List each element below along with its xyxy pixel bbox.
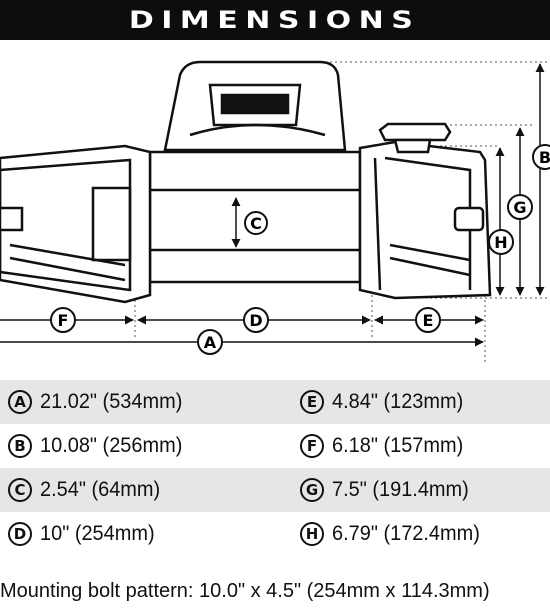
spec-letter: E	[300, 390, 324, 414]
label-b: B	[539, 148, 550, 167]
spec-value: 7.5" (191.4mm)	[332, 478, 469, 501]
title: DIMENSIONS	[129, 6, 421, 34]
spec-letter: G	[300, 478, 324, 502]
spec-letter: H	[300, 522, 324, 546]
label-h: H	[494, 233, 507, 252]
spec-value: 2.54" (64mm)	[40, 478, 161, 501]
winch-drawing: C H G B F D E A	[0, 60, 550, 365]
spec-g: G 7.5" (191.4mm)	[300, 468, 476, 512]
spec-c: C 2.54" (64mm)	[8, 468, 167, 512]
label-g: G	[513, 198, 526, 217]
spec-value: 21.02" (534mm)	[40, 390, 183, 413]
label-g-circle	[507, 194, 533, 220]
label-h-circle	[488, 229, 514, 255]
label-c-circle	[244, 211, 268, 235]
spec-letter: B	[8, 434, 32, 458]
dim-verticals	[495, 63, 545, 296]
spec-d: D 10" (254mm)	[8, 512, 161, 556]
spec-value: 10.08" (256mm)	[40, 434, 183, 457]
spec-letter: D	[8, 522, 32, 546]
label-d: D	[249, 311, 262, 330]
spec-letter: C	[8, 478, 32, 502]
spec-h: H 6.79" (172.4mm)	[300, 512, 488, 556]
spec-value: 10" (254mm)	[40, 522, 155, 545]
label-b-circle	[532, 144, 550, 170]
mounting-bolt-pattern: Mounting bolt pattern: 10.0" x 4.5" (254…	[0, 579, 490, 602]
spec-value: 6.79" (172.4mm)	[332, 522, 480, 545]
spec-f: F 6.18" (157mm)	[300, 424, 470, 468]
spec-value: 6.18" (157mm)	[332, 434, 464, 457]
label-f: F	[58, 311, 69, 330]
spec-letter: A	[8, 390, 32, 414]
spec-e: E 4.84" (123mm)	[300, 380, 470, 424]
spec-row-3	[0, 468, 550, 512]
label-a: A	[204, 333, 217, 352]
spec-b: B 10.08" (256mm)	[8, 424, 190, 468]
spec-a: A 21.02" (534mm)	[8, 380, 190, 424]
spec-value: 4.84" (123mm)	[332, 390, 464, 413]
label-c: C	[250, 214, 262, 233]
horizontal-labels	[50, 307, 441, 355]
spec-row-1	[0, 380, 550, 424]
spec-letter: F	[300, 434, 324, 458]
winch-body	[0, 60, 492, 304]
label-e: E	[423, 311, 434, 330]
title-banner: DIMENSIONS	[0, 0, 550, 40]
